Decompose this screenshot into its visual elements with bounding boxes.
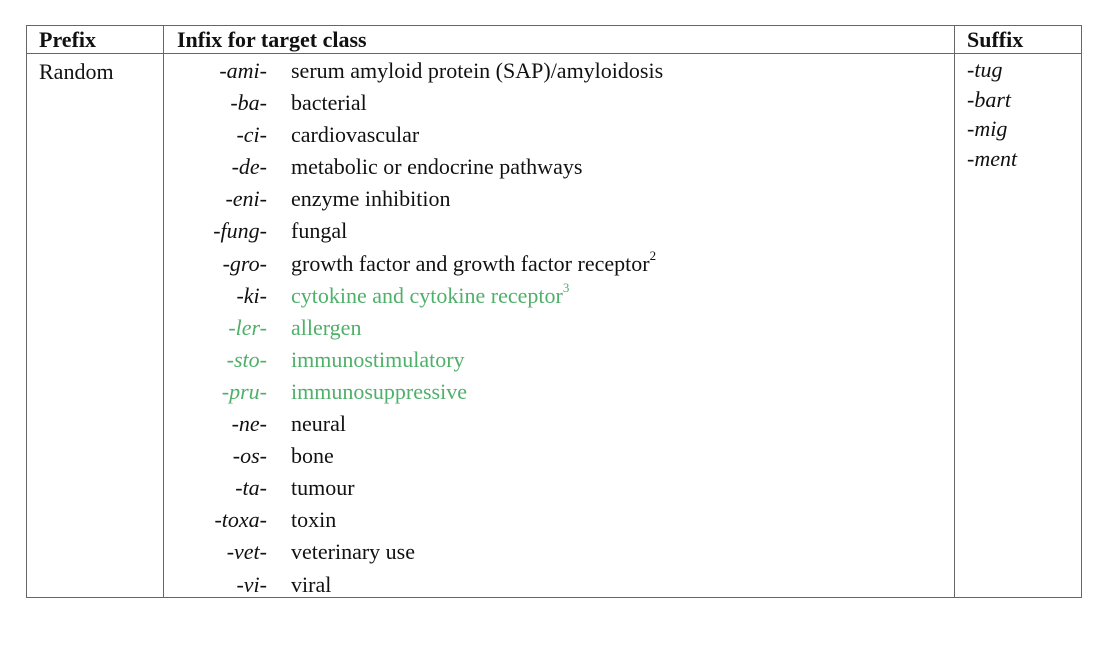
table-row: -toxa-toxin	[164, 504, 336, 536]
infix-term: -os-	[232, 443, 267, 469]
infix-term: -ami-	[219, 58, 267, 83]
table-row: -vi-viral	[164, 569, 331, 601]
table-row: -ba-bacterial	[164, 87, 366, 119]
table-row: -gro-growth factor and growth factor rec…	[164, 248, 656, 280]
footnote-marker: 2	[649, 248, 657, 264]
table-row: -ne-neural	[164, 408, 346, 440]
infix-description: viral	[291, 569, 331, 601]
table-row: -vet-veterinary use	[164, 536, 415, 568]
infix-description: allergen	[291, 312, 361, 344]
nomenclature-table: Prefix Infix for target class Suffix Ran…	[26, 25, 1082, 598]
prefix-value: Random	[39, 59, 114, 84]
infix-description: veterinary use	[291, 536, 415, 568]
header-suffix: Suffix	[967, 27, 1024, 52]
table-row: -ler-allergen	[164, 312, 361, 344]
footnote-marker: 3	[562, 280, 570, 296]
header-divider	[27, 53, 1081, 54]
description-text: immunosuppressive	[291, 378, 467, 404]
column-divider	[954, 26, 955, 597]
description-text: enzyme inhibition	[291, 186, 451, 212]
suffix-term: -bart	[967, 86, 1011, 112]
infix-description: growth factor and growth factor receptor…	[291, 248, 656, 280]
description-text: cytokine and cytokine receptor	[291, 282, 563, 308]
infix-term: -ler-	[228, 314, 267, 340]
description-text: fungal	[291, 218, 348, 244]
infix-term: -de-	[231, 154, 267, 180]
infix-description: cardiovascular	[291, 119, 419, 151]
infix-description: tumour	[291, 472, 355, 504]
table-row: -pru-immunosuppressive	[164, 376, 467, 408]
table-row: -sto-immunostimulatory	[164, 344, 465, 376]
infix-term: -eni-	[225, 186, 267, 212]
infix-term: -ba-	[230, 90, 267, 116]
header-prefix: Prefix	[39, 27, 97, 52]
column-divider	[163, 26, 164, 597]
table-row: -ami-serum amyloid protein (SAP)/amyloid…	[164, 55, 663, 87]
header-infix: Infix for target class	[177, 27, 367, 52]
infix-description: cytokine and cytokine receptor3	[291, 280, 569, 312]
description-text: bone	[291, 443, 334, 469]
description-text: viral	[291, 571, 332, 597]
description-text: serum amyloid protein (SAP)/amyloidosis	[291, 58, 664, 83]
infix-term: -ki-	[236, 282, 267, 308]
table-row: -ci-cardiovascular	[164, 119, 419, 151]
infix-description: metabolic or endocrine pathways	[291, 151, 582, 183]
infix-term: -pru-	[221, 378, 267, 404]
description-text: cardiovascular	[291, 122, 420, 148]
table-row: -ta-tumour	[164, 472, 354, 504]
infix-term: -fung-	[213, 218, 267, 244]
infix-description: neural	[291, 408, 346, 440]
infix-description: immunostimulatory	[291, 344, 465, 376]
suffix-list: -tug -bart -mig -ment	[967, 55, 1017, 173]
infix-list: -ami-serum amyloid protein (SAP)/amyloid…	[164, 55, 663, 601]
infix-description: toxin	[291, 504, 336, 536]
table-row: -de-metabolic or endocrine pathways	[164, 151, 583, 183]
description-text: metabolic or endocrine pathways	[291, 154, 583, 180]
infix-term: -ci-	[236, 122, 267, 148]
suffix-term: -ment	[967, 145, 1018, 171]
infix-description: immunosuppressive	[291, 376, 467, 408]
description-text: allergen	[291, 314, 362, 340]
infix-description: bone	[291, 440, 334, 472]
description-text: bacterial	[291, 90, 367, 116]
infix-term: -toxa-	[214, 507, 267, 533]
description-text: tumour	[291, 475, 355, 501]
infix-description: enzyme inhibition	[291, 183, 450, 215]
infix-term: -sto-	[226, 346, 267, 372]
infix-term: -vi-	[236, 571, 267, 597]
description-text: veterinary use	[291, 539, 415, 565]
infix-term: -vet-	[226, 539, 267, 565]
description-text: toxin	[291, 507, 337, 533]
table-row: -os-bone	[164, 440, 334, 472]
suffix-term: -tug	[967, 57, 1003, 82]
table-row: -eni-enzyme inhibition	[164, 183, 450, 215]
table-row: -fung-fungal	[164, 215, 347, 247]
suffix-term: -mig	[967, 116, 1008, 141]
infix-term: -ta-	[235, 475, 267, 501]
description-text: growth factor and growth factor receptor	[291, 250, 650, 276]
infix-description: serum amyloid protein (SAP)/amyloidosis	[291, 55, 663, 87]
infix-term: -gro-	[222, 250, 267, 276]
infix-description: bacterial	[291, 87, 367, 119]
infix-description: fungal	[291, 215, 347, 247]
table-row: -ki-cytokine and cytokine receptor3	[164, 280, 569, 312]
description-text: immunostimulatory	[291, 346, 465, 372]
description-text: neural	[291, 411, 346, 437]
infix-term: -ne-	[231, 411, 267, 437]
